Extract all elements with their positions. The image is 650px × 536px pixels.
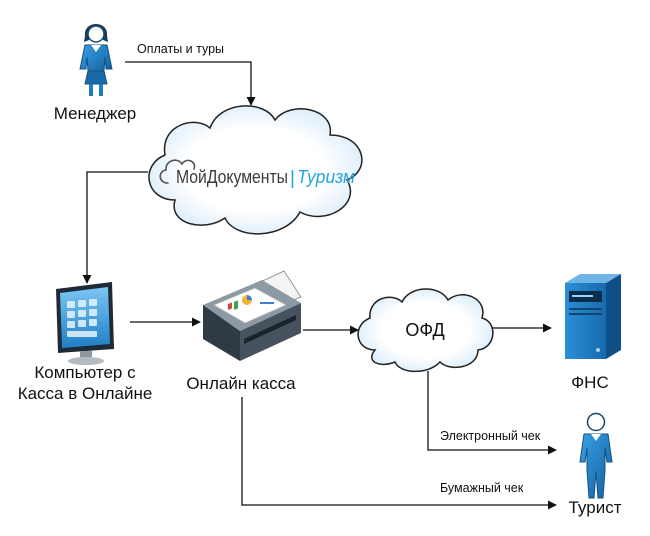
edge-kassa-to-tourist: [241, 397, 557, 510]
server-vent: [569, 308, 602, 310]
tourist-label: Турист: [569, 498, 622, 517]
manager-head: [87, 25, 105, 43]
manager-skirt: [84, 70, 108, 85]
app-tile: [78, 310, 86, 317]
register-receipt: [213, 287, 287, 324]
app-tile: [67, 311, 75, 318]
manager-collar: [91, 45, 101, 52]
tourist-head: [586, 412, 606, 432]
edge-label-payments-tours: Оплаты и туры: [137, 42, 224, 56]
ofd-cloud: ОФД: [357, 288, 494, 373]
app-tile: [89, 309, 97, 316]
server-power-led: [596, 348, 600, 352]
server-side-face: [606, 274, 621, 359]
app-tile: [78, 320, 86, 327]
fns-label: ФНС: [571, 373, 608, 392]
ofd-label: ОФД: [405, 320, 444, 340]
edge-label-paper-receipt: Бумажный чек: [440, 481, 524, 495]
kassa-label: Онлайн касса: [186, 374, 296, 393]
receipt-bar-blue: [260, 302, 274, 304]
manager-label: Менеджер: [54, 104, 136, 123]
app-tile: [67, 331, 97, 337]
server-icon: [565, 274, 621, 359]
edge-service-to-computer: [82, 171, 148, 284]
app-tile: [78, 300, 86, 307]
tourist-body: [579, 433, 613, 499]
register-slot: [244, 315, 296, 344]
server-drive-light: [572, 295, 593, 297]
female-user-icon: [79, 24, 113, 96]
service-cloud: МойДокументы | Туризм: [148, 105, 363, 235]
logo-main-text: МойДокументы: [176, 167, 288, 187]
register-side-face: [240, 303, 301, 361]
computer-label-line1: Компьютер с: [34, 363, 136, 382]
ofd-cloud-shape: [357, 288, 494, 373]
app-tile: [89, 319, 97, 326]
manager-leg-left: [89, 84, 93, 96]
service-logo: МойДокументы | Туризм: [159, 159, 355, 189]
male-user-icon: [579, 412, 613, 499]
app-tile: [67, 301, 75, 308]
edge-label-electronic-receipt: Электронный чек: [440, 429, 541, 443]
register-front-face: [203, 305, 240, 361]
edge-ofd-to-tourist: [427, 371, 557, 455]
logo-separator: |: [290, 168, 295, 189]
app-tile: [89, 299, 97, 306]
monitor-stand-neck: [80, 351, 92, 359]
app-tile: [67, 321, 75, 328]
server-top-face: [565, 274, 621, 283]
logo-sub-text: Туризм: [297, 167, 355, 187]
receipt-bar-red: [228, 302, 232, 311]
monitor-stand-base: [68, 357, 104, 365]
manager-leg-right: [99, 84, 103, 96]
monitor-icon: [56, 282, 114, 365]
logo-cloud-icon: [159, 159, 196, 184]
edges: Оплаты и туры Электронный чек Бумажный ч…: [82, 42, 557, 510]
computer-label-line2: Касса в Онлайне: [18, 384, 153, 403]
server-vent: [569, 313, 602, 315]
receipt-bar-green: [234, 300, 238, 310]
cash-register-icon: [203, 270, 302, 361]
tourist-collar: [591, 434, 601, 441]
receipt-pie-slice: [247, 295, 252, 300]
service-cloud-shape: [148, 105, 363, 235]
monitor-app-grid: [67, 299, 97, 337]
edge-manager-to-service: [125, 61, 256, 106]
